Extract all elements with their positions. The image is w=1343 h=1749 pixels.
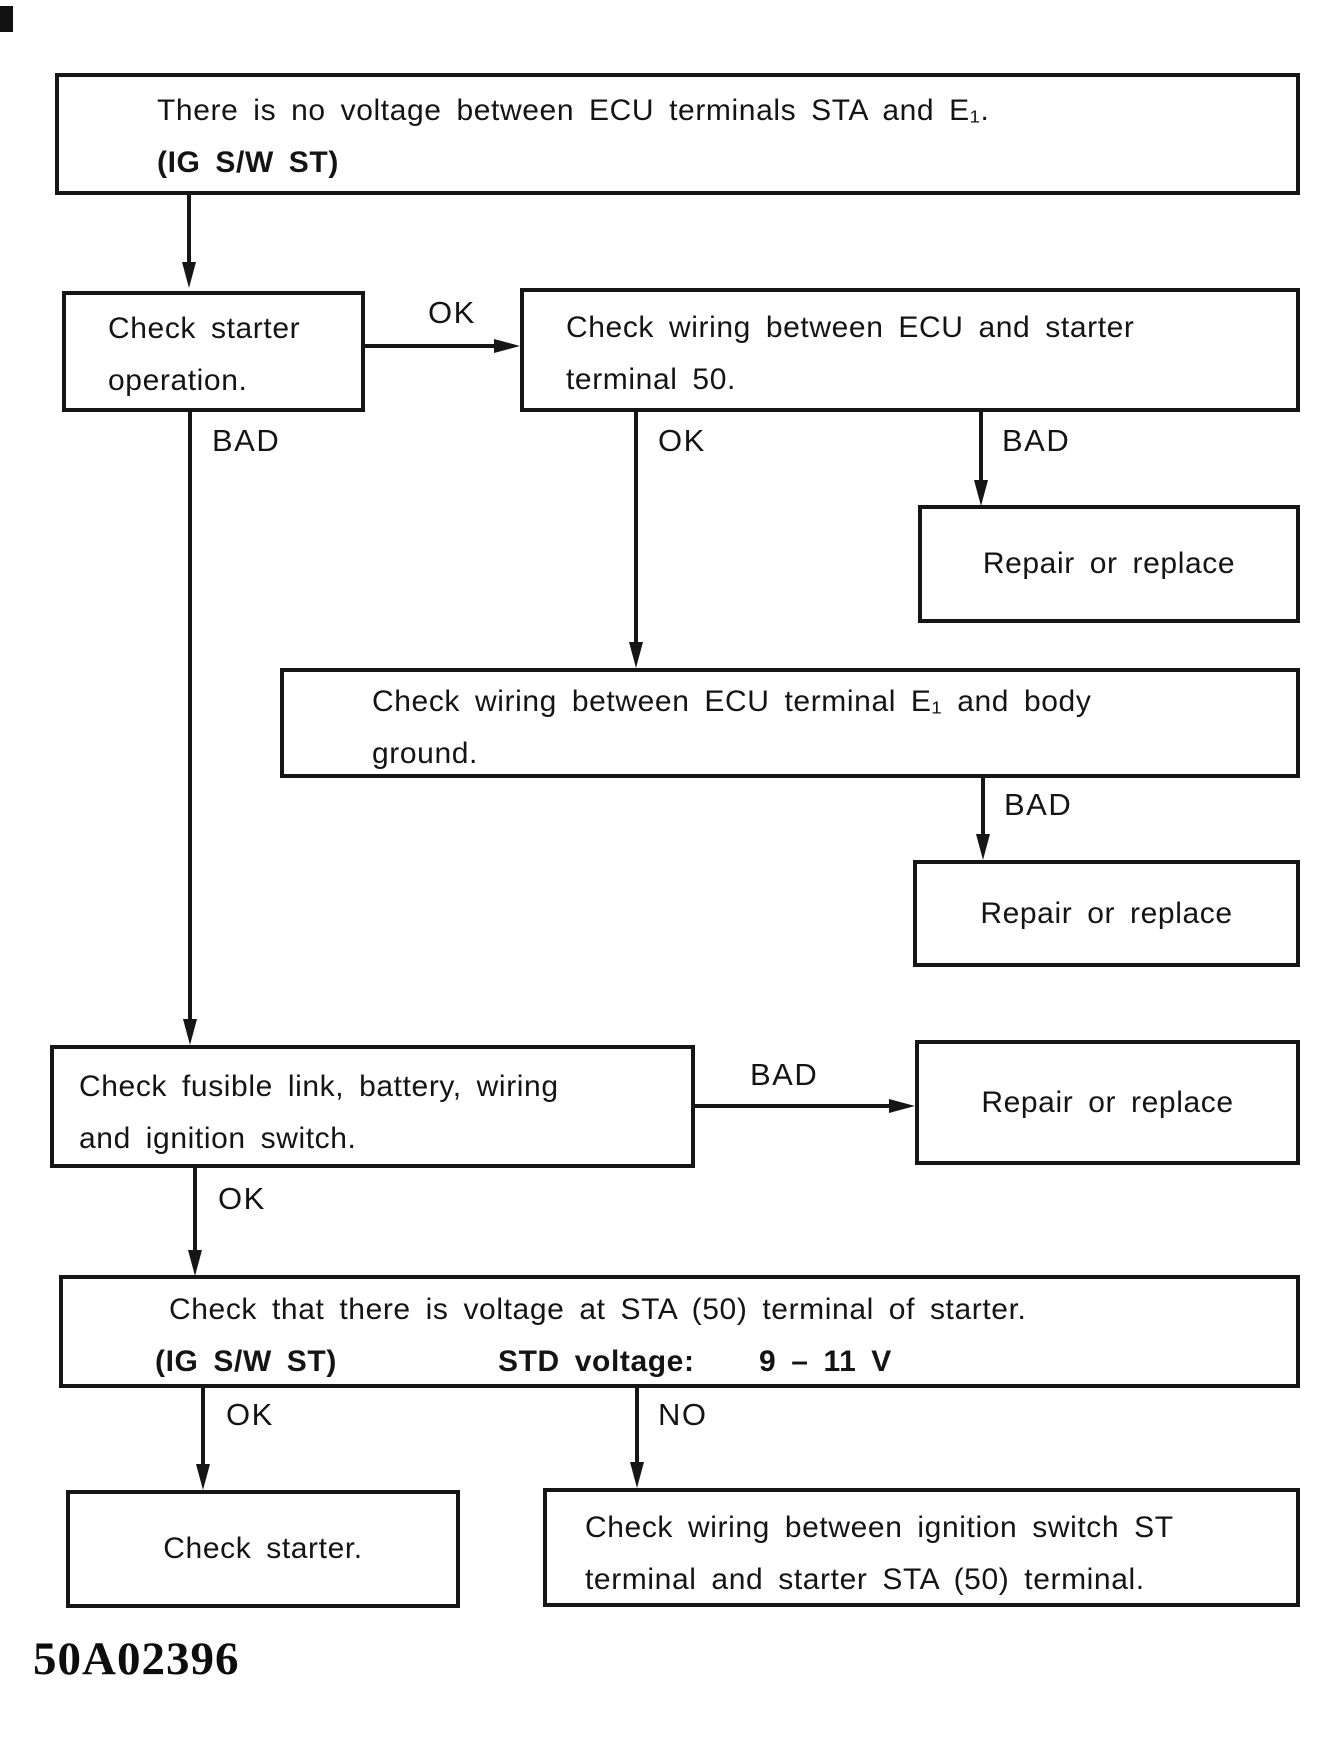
std-voltage-value: 9 – 11 V [759, 1345, 892, 1378]
connector-g-to-h [193, 1168, 197, 1252]
box-text-line: ground. [372, 737, 478, 770]
flowchart-box-no-voltage: There is no voltage between ECU terminal… [55, 73, 1300, 195]
box-text-line: Repair or replace [981, 1085, 1234, 1119]
box-text-line: Check starter [108, 312, 301, 345]
box-text-line: terminal and starter STA (50) terminal. [585, 1563, 1145, 1596]
connector-h-to-j [635, 1388, 639, 1464]
connector-a-to-b [187, 195, 191, 264]
flowchart-box-check-fusible-link: Check fusible link, battery, wiring and … [50, 1045, 695, 1168]
box-text-line: Check wiring between ECU and starter [566, 311, 1135, 344]
edge-label-bad: BAD [1002, 423, 1071, 458]
down-arrowhead-icon [183, 1019, 197, 1045]
flowchart-box-repair-or-replace-1: Repair or replace [918, 505, 1300, 623]
down-arrowhead-icon [629, 642, 643, 668]
ig-sw-label: (IG S/W ST) [155, 1345, 337, 1378]
flowchart-box-check-starter-operation: Check starter operation. [62, 291, 365, 412]
box-text-line: Repair or replace [980, 896, 1233, 930]
box-text-line: (IG S/W ST) [157, 146, 339, 179]
flowchart-box-check-wiring-e1-ground: Check wiring between ECU terminal E₁ and… [280, 668, 1300, 778]
down-arrowhead-icon [630, 1462, 644, 1488]
connector-b-to-c [365, 344, 496, 348]
scan-artifact-mark [0, 6, 13, 32]
edge-label-no: NO [658, 1397, 708, 1432]
edge-label-ok: OK [226, 1397, 274, 1432]
edge-label-ok: OK [658, 423, 706, 458]
box-text-line: operation. [108, 364, 248, 397]
box-text-line: There is no voltage between ECU terminal… [157, 94, 990, 127]
flowchart-box-check-wiring-ecu-starter: Check wiring between ECU and starter ter… [520, 288, 1300, 412]
figure-code: 50A02396 [33, 1633, 240, 1685]
box-text-line: Repair or replace [982, 547, 1236, 580]
edge-label-bad: BAD [212, 423, 281, 458]
edge-label-bad: BAD [1004, 787, 1073, 822]
std-voltage-label: STD voltage: [498, 1345, 695, 1378]
edge-label-ok: OK [428, 295, 476, 330]
connector-c-to-d [979, 412, 983, 482]
right-arrowhead-icon [889, 1099, 915, 1113]
flowchart-box-check-voltage-sta: Check that there is voltage at STA (50) … [59, 1275, 1300, 1388]
box-text-line: Check fusible link, battery, wiring [79, 1070, 559, 1103]
box-text-line: Check that there is voltage at STA (50) … [169, 1293, 1027, 1326]
connector-g-to-r3 [695, 1104, 891, 1108]
down-arrowhead-icon [976, 834, 990, 860]
box-text-line: (IG S/W ST) STD voltage: 9 – 11 V [63, 1336, 1296, 1388]
box-text-line: Check starter. [163, 1532, 363, 1565]
down-arrowhead-icon [196, 1464, 210, 1490]
box-text-line: terminal 50. [566, 363, 736, 396]
edge-label-ok: OK [218, 1181, 266, 1216]
flowchart-box-repair-or-replace-3: Repair or replace [915, 1040, 1300, 1165]
down-arrowhead-icon [188, 1250, 202, 1276]
connector-h-to-i [201, 1388, 205, 1466]
connector-b-to-g [188, 412, 192, 1021]
down-arrowhead-icon [974, 480, 988, 506]
connector-e-to-f [981, 778, 985, 836]
box-text-line: Check wiring between ignition switch ST [585, 1511, 1174, 1544]
box-text-line: Check wiring between ECU terminal E₁ and… [372, 685, 1092, 718]
connector-c-to-e [634, 412, 638, 644]
flowchart-box-check-wiring-ignition: Check wiring between ignition switch ST … [543, 1488, 1300, 1607]
edge-label-bad: BAD [750, 1057, 819, 1092]
box-text-line: and ignition switch. [79, 1122, 357, 1155]
flowchart-box-repair-or-replace-2: Repair or replace [913, 860, 1300, 967]
right-arrowhead-icon [494, 339, 520, 353]
down-arrowhead-icon [182, 262, 196, 288]
flowchart-box-check-starter: Check starter. [66, 1490, 460, 1608]
